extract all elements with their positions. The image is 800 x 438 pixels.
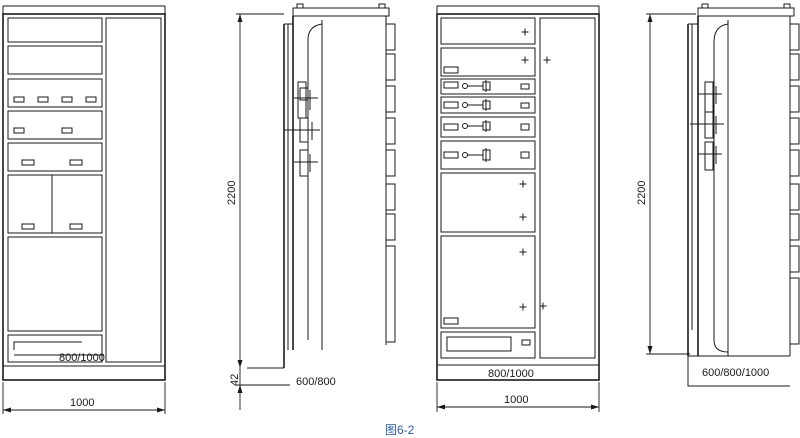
side-2-height-label: 2200 bbox=[636, 181, 648, 205]
side-1-base-label: 42 bbox=[229, 374, 241, 386]
front-view-left bbox=[2, 5, 166, 381]
side-2-depth-label: 600/800/1000 bbox=[702, 367, 769, 379]
front-1-width-label: 1000 bbox=[70, 397, 94, 409]
side-view-right bbox=[646, 3, 800, 387]
front-1-depth-label: 800/1000 bbox=[59, 352, 105, 364]
front-1-width-dimension bbox=[2, 382, 166, 414]
front-2-depth-label: 800/1000 bbox=[488, 368, 534, 380]
figure-caption: 图6-2 bbox=[385, 423, 415, 437]
front-view-right bbox=[436, 5, 600, 412]
side-1-depth-label: 600/800 bbox=[296, 376, 336, 388]
side-1-height-label: 2200 bbox=[226, 181, 238, 205]
side-view-left bbox=[236, 3, 396, 410]
front-2-width-label: 1000 bbox=[504, 394, 528, 406]
